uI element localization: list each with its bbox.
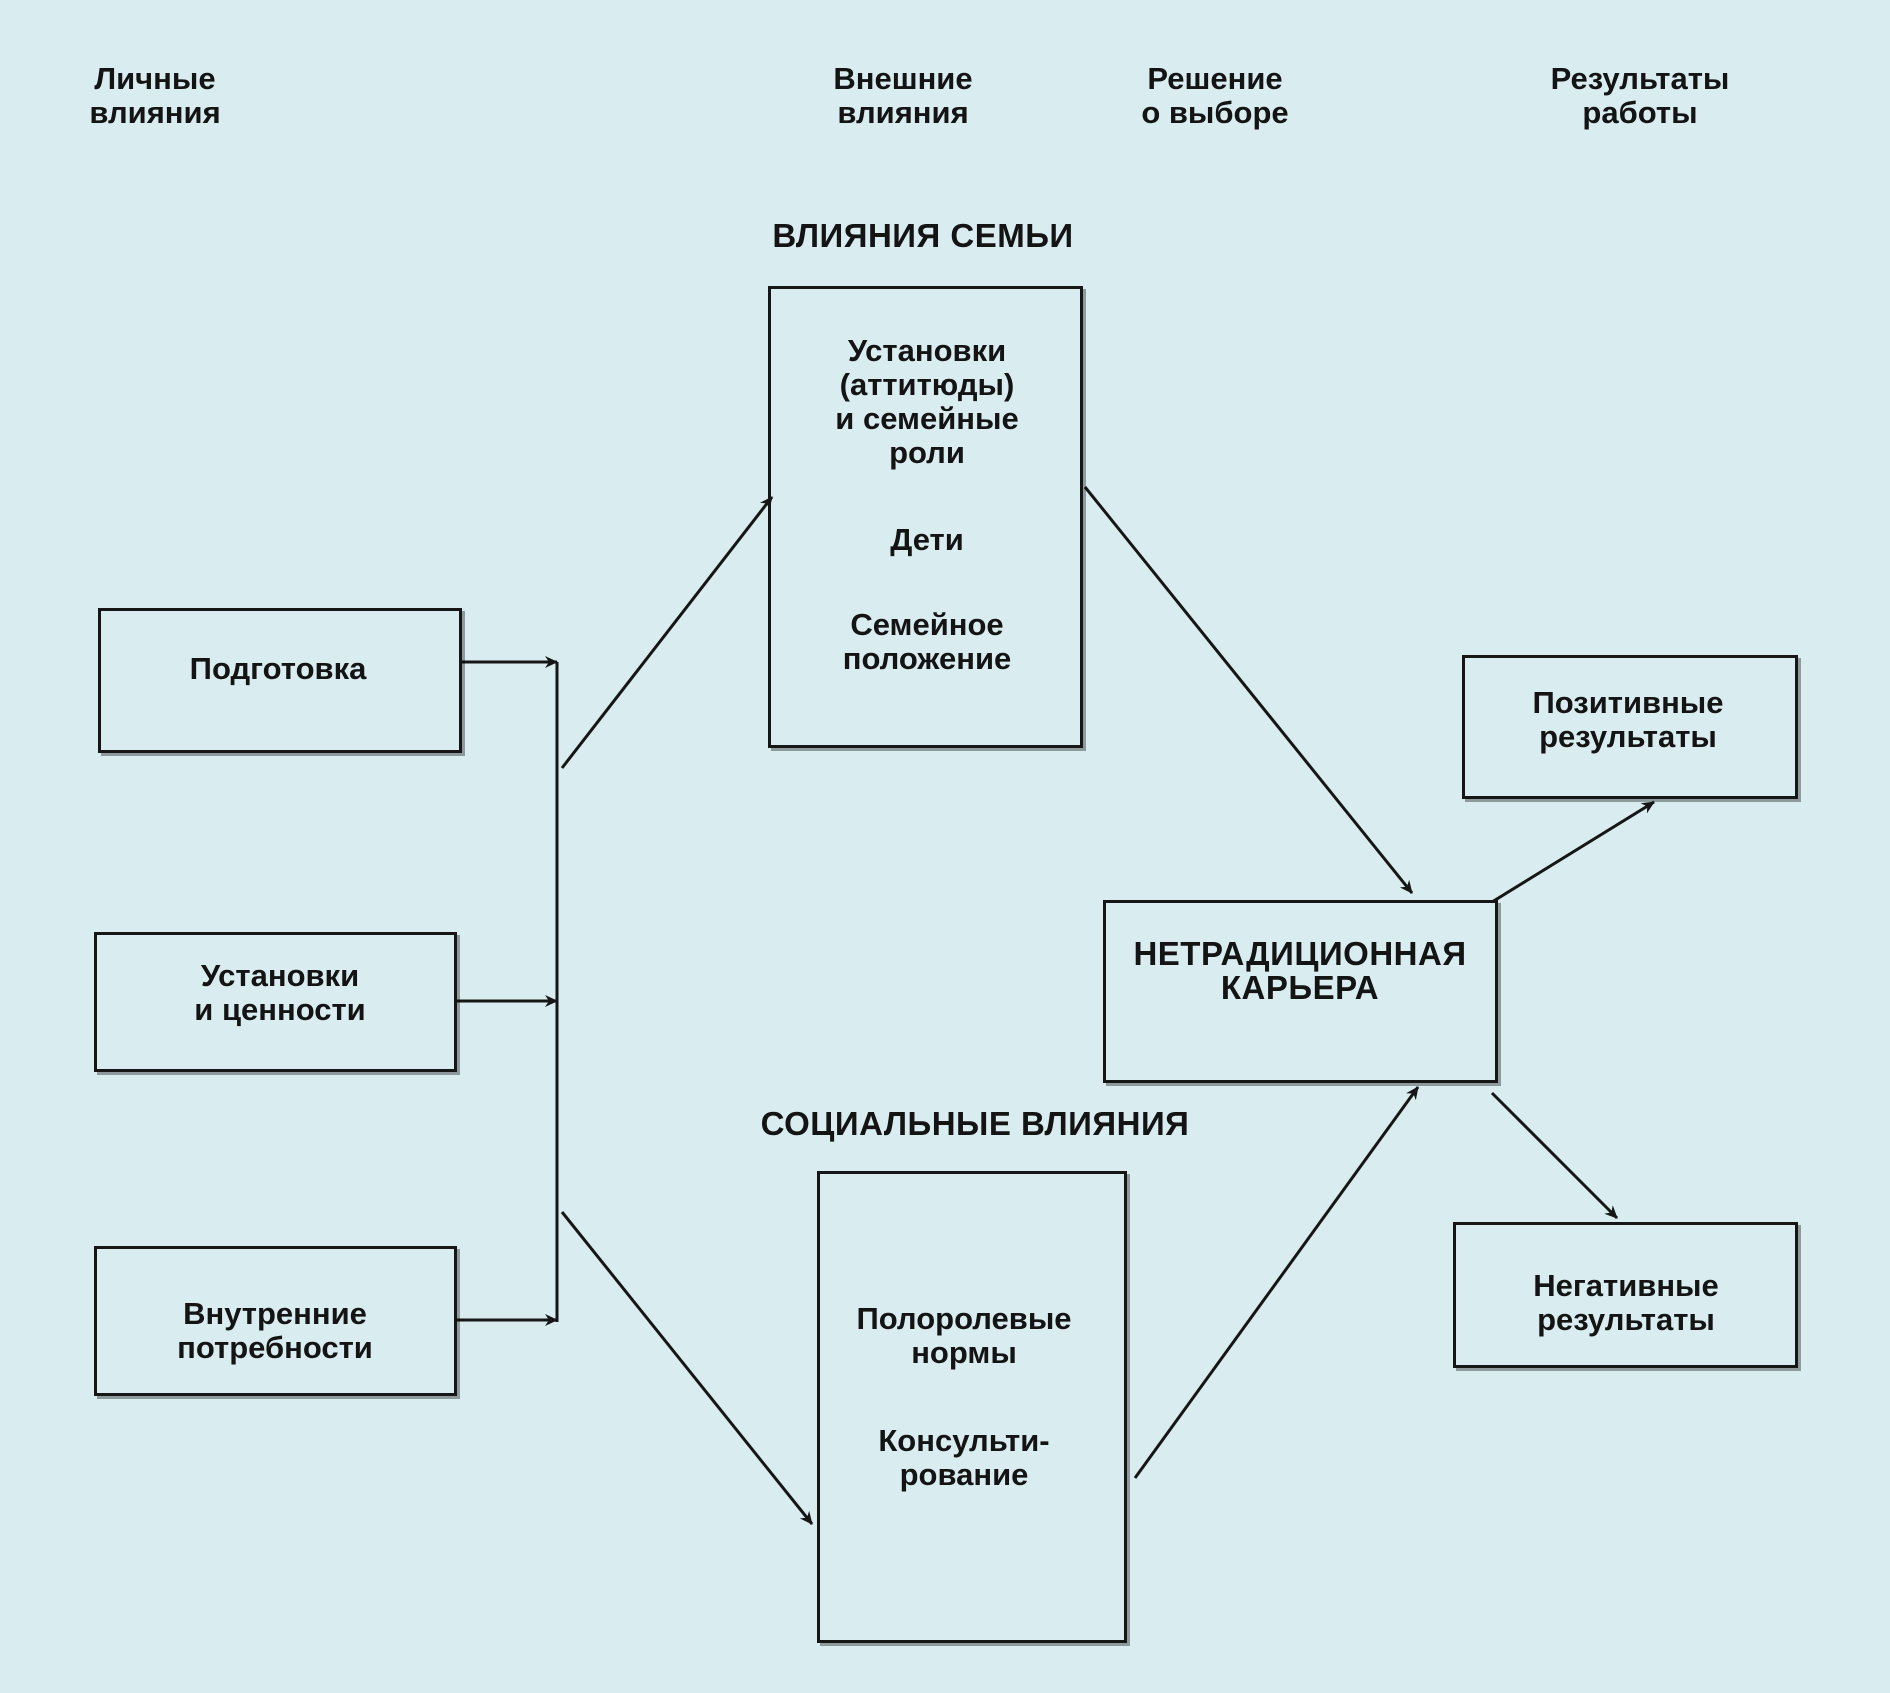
arrow-to-family: [560, 496, 774, 769]
arrow-career-to-positive: [1491, 800, 1655, 904]
header-work-results: Результаты работы: [1550, 61, 1730, 130]
arrow-to-social: [560, 1211, 814, 1525]
header-personal-influences: Личные влияния: [89, 61, 221, 130]
social-influences-title: СОЦИАЛЬНЫЕ ВЛИЯНИЯ: [760, 1105, 1190, 1142]
inner-needs-label: Внутренние потребности: [177, 1296, 373, 1365]
nontraditional-career-box: [1103, 900, 1498, 1083]
counseling-label: Консульти- рование: [878, 1423, 1050, 1492]
gender-role-norms-label: Полоролевые нормы: [856, 1301, 1072, 1370]
header-external-influences: Внешние влияния: [833, 61, 973, 130]
arrow-career-to-negative: [1490, 1091, 1619, 1220]
training-label: Подготовка: [189, 651, 367, 686]
arrow-social-to-career: [1133, 1086, 1420, 1479]
positive-results-label: Позитивные результаты: [1532, 685, 1724, 754]
nontraditional-career-label: НЕТРАДИЦИОННАЯ КАРЬЕРА: [1133, 935, 1467, 1006]
inner-needs-box: [94, 1246, 457, 1396]
arrow-family-to-career: [1083, 486, 1414, 894]
negative-results-box: [1453, 1222, 1798, 1368]
family-influences-box: [768, 286, 1083, 748]
attitudes-family-roles-label: Установки (аттитюды) и семейные роли: [835, 333, 1019, 470]
header-choice-decision: Решение о выборе: [1141, 61, 1289, 130]
negative-results-label: Негативные результаты: [1533, 1268, 1719, 1337]
training-box: [98, 608, 462, 753]
positive-results-box: [1462, 655, 1798, 799]
children-label: Дети: [890, 522, 964, 557]
social-influences-box: [817, 1171, 1127, 1643]
marital-status-label: Семейное положение: [842, 607, 1012, 676]
attitudes-values-box: [94, 932, 457, 1072]
attitudes-values-label: Установки и ценности: [194, 958, 366, 1027]
family-influences-title: ВЛИЯНИЯ СЕМЬИ: [772, 217, 1074, 254]
